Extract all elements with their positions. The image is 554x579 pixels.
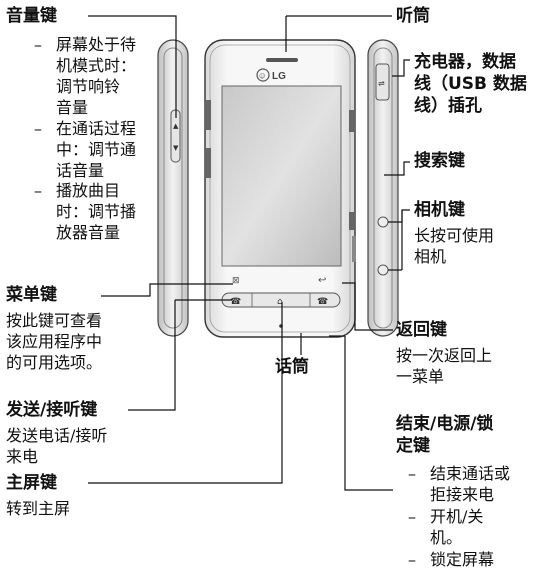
phone-front: ☺ LG ⊠ ↩ ☎ ⌂ ☎ xyxy=(204,39,356,338)
brand-logo: LG xyxy=(272,71,286,82)
svg-text:☎: ☎ xyxy=(317,297,328,307)
send-key-title: 发送/接听键 xyxy=(6,400,98,420)
phone-left-side: ▲ ▼ xyxy=(157,39,189,337)
camera-key-desc: 长按可使用 相机 xyxy=(414,226,495,266)
microphone-title: 话筒 xyxy=(275,357,309,377)
svg-text:↩: ↩ xyxy=(318,275,326,286)
svg-text:▲: ▲ xyxy=(173,122,179,130)
volume-item-1: –屏幕处于待 机模式时： 调节响铃 音量 xyxy=(34,35,137,117)
end-item-2: –开机/关 机。 xyxy=(408,507,484,547)
search-key-title: 搜索键 xyxy=(414,151,465,171)
svg-text:☺: ☺ xyxy=(259,73,265,80)
leader-lines xyxy=(88,15,410,491)
volume-item-3: –播放曲目 时：调节播 放器音量 xyxy=(34,181,137,242)
svg-text:☎: ☎ xyxy=(230,297,241,307)
back-key-title: 返回键 xyxy=(396,320,447,340)
volume-item-2: –在通话过程 中：调节通 话音量 xyxy=(34,119,137,180)
end-item-1: –结束通话或 拒接来电 xyxy=(408,464,511,504)
camera-key-title: 相机键 xyxy=(414,200,465,220)
volume-key-title: 音量键 xyxy=(6,6,57,26)
back-key-desc: 按一次返回上 一菜单 xyxy=(396,346,493,386)
charger-port-title: 充电器，数据 线（USB 数据 线）插孔 xyxy=(414,52,527,116)
phone-right-side: ⇌ xyxy=(352,39,399,337)
end-item-3: –锁定屏幕 xyxy=(408,550,495,569)
menu-key-title: 菜单键 xyxy=(6,285,57,305)
svg-text:⌂: ⌂ xyxy=(277,297,283,307)
menu-key-desc: 按此键可查看 该应用程序中 的可用选项。 xyxy=(6,311,103,372)
svg-text:▼: ▼ xyxy=(173,144,179,152)
end-key-title: 结束/电源/锁 定键 xyxy=(396,414,494,456)
svg-text:⊠: ⊠ xyxy=(232,276,240,286)
send-key-desc: 发送电话/接听 来电 xyxy=(6,426,108,466)
home-key-title: 主屏键 xyxy=(6,473,57,493)
earpiece-title: 听筒 xyxy=(396,6,430,26)
svg-text:⇌: ⇌ xyxy=(378,79,385,88)
home-key-desc: 转到主屏 xyxy=(6,499,71,518)
